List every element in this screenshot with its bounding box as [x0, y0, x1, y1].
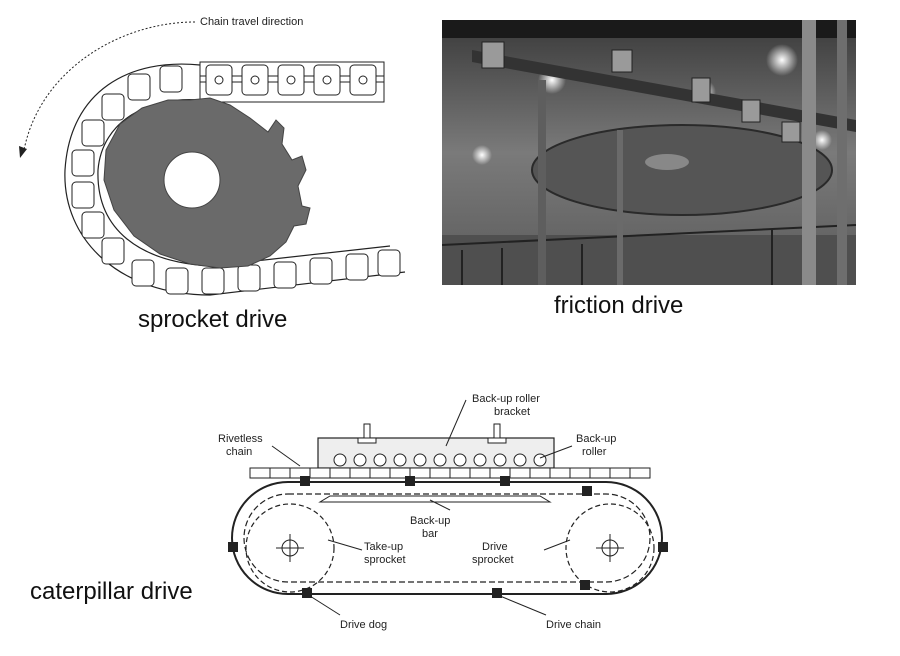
direction-arrow: [23, 21, 196, 151]
label-backup-roller-1: Back-up: [576, 433, 616, 445]
label-takeup-sprocket-1: Take-up: [364, 541, 403, 553]
drive-chain-inner: [243, 493, 651, 583]
friction-disc: [531, 124, 833, 216]
direction-label: Chain travel direction: [200, 16, 303, 28]
upper-chain: [199, 61, 385, 103]
direction-arrowhead: [19, 146, 27, 158]
drive-dogs: [228, 476, 668, 598]
sprocket-hub: [163, 151, 221, 209]
bracket-bolts: [357, 423, 507, 444]
label-drive-dog: Drive dog: [340, 619, 387, 631]
label-drive-chain: Drive chain: [546, 619, 601, 631]
friction-drive-photo: [442, 20, 856, 285]
chain-links: [71, 65, 401, 295]
label-backup-bar-1: Back-up: [410, 515, 450, 527]
label-drive-sprocket-1: Drive: [482, 541, 508, 553]
takeup-sprocket: [245, 503, 335, 593]
label-rivetless-chain-1: Rivetless: [218, 433, 263, 445]
label-backup-roller-2: roller: [582, 446, 607, 458]
label-drive-sprocket-2: sprocket: [472, 554, 514, 566]
label-takeup-sprocket-2: sprocket: [364, 554, 406, 566]
label-rivetless-chain-2: chain: [226, 446, 252, 458]
friction-drive-caption: friction drive: [554, 292, 684, 319]
caterpillar-drive-diagram: Back-up roller bracket Rivetless chain B…: [210, 390, 670, 636]
drive-sprocket: [565, 503, 655, 593]
sprocket-drive-diagram: Chain travel direction: [10, 10, 420, 310]
backup-bar: [318, 495, 552, 503]
sprocket-drive-caption: sprocket drive: [138, 306, 288, 333]
label-backup-roller-bracket-2: bracket: [494, 406, 530, 418]
label-backup-roller-bracket-1: Back-up roller: [472, 393, 540, 405]
drive-chain-outer: [231, 481, 663, 595]
label-backup-bar-2: bar: [422, 528, 438, 540]
caterpillar-drive-caption: caterpillar drive: [30, 578, 193, 605]
